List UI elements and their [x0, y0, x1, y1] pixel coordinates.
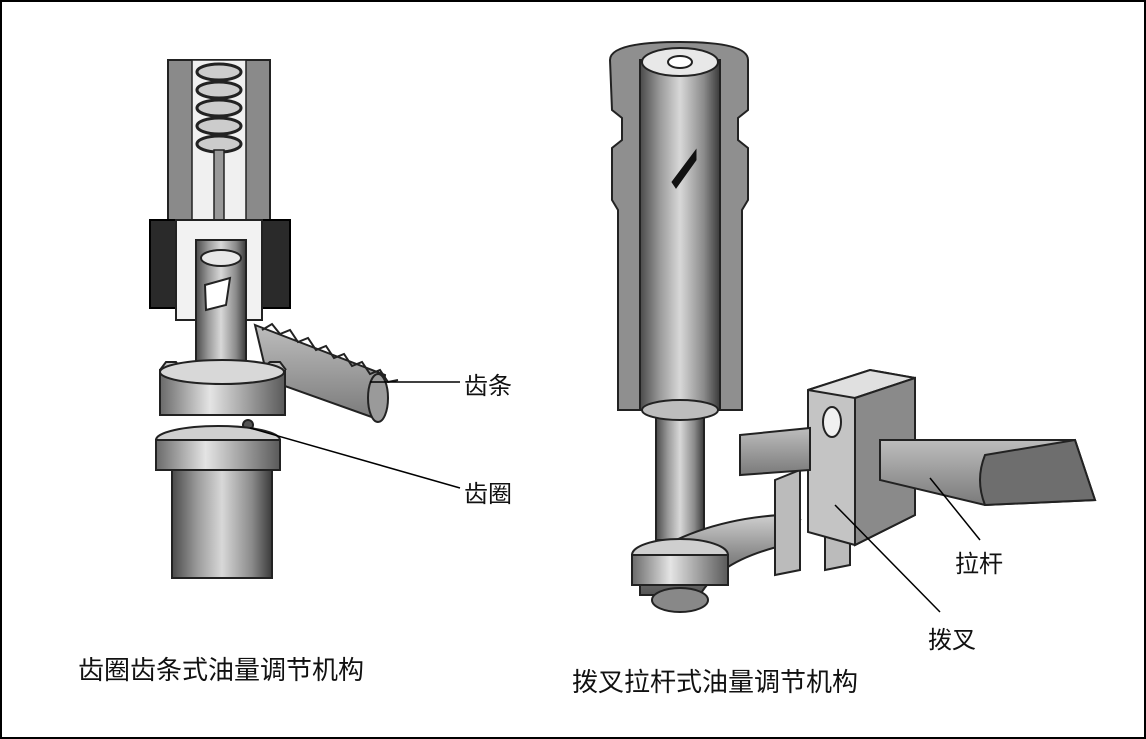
leader-ring	[249, 427, 461, 489]
leader-fork	[834, 504, 941, 613]
fork-rod-mechanism	[608, 40, 1097, 613]
lower-body	[171, 469, 273, 579]
ring-gear	[159, 359, 287, 431]
rack-ring-mechanism	[149, 59, 461, 579]
plunger-right	[639, 59, 721, 411]
label-rack: 齿条	[464, 372, 512, 400]
caption-right: 拨叉拉杆式油量调节机构	[572, 668, 859, 698]
label-fork: 拨叉	[928, 626, 976, 654]
leader-rod	[929, 477, 981, 541]
rack	[253, 322, 399, 423]
fork-prong-left	[774, 468, 801, 577]
label-pull-rod: 拉杆	[955, 550, 1003, 578]
label-ring: 齿圈	[464, 480, 512, 508]
caption-left: 齿圈齿条式油量调节机构	[78, 656, 365, 686]
spring	[195, 62, 243, 154]
